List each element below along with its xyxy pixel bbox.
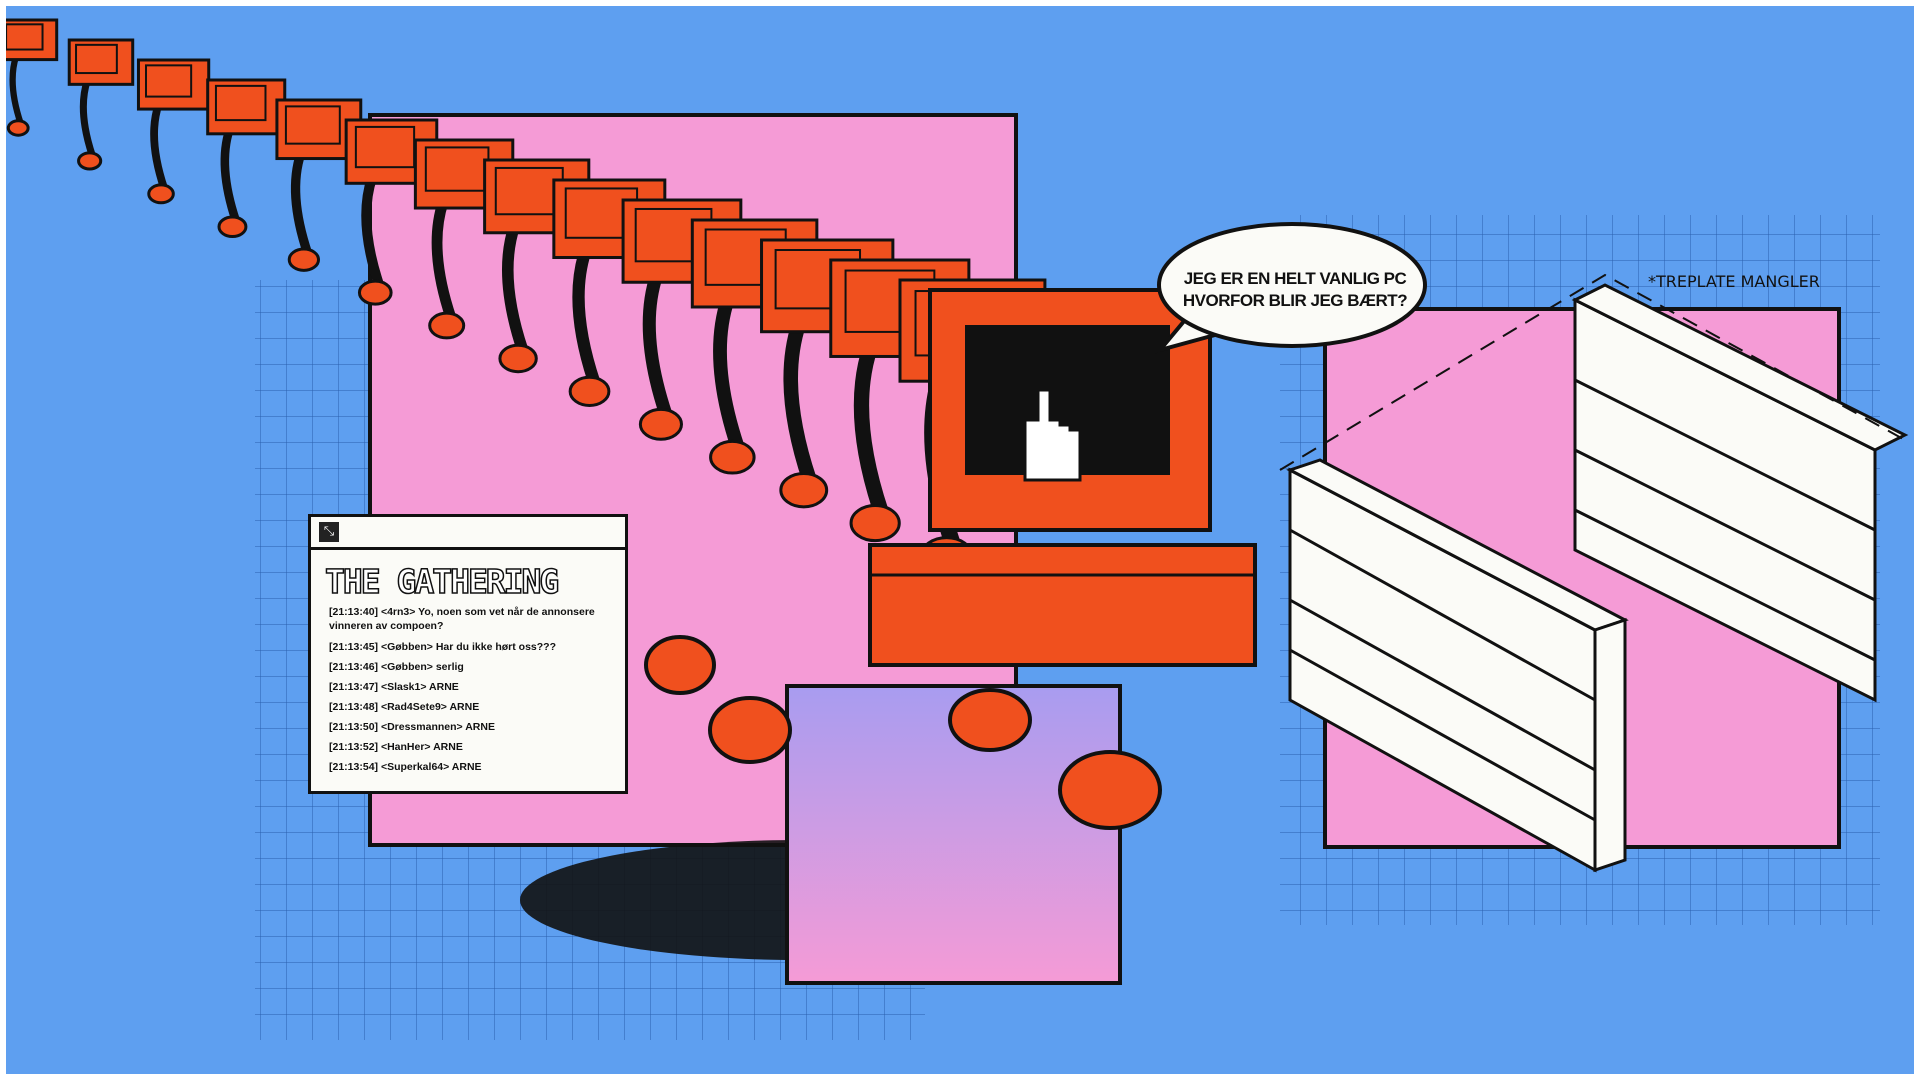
- chat-message-user: <Rad4Sete9>: [380, 701, 447, 713]
- chat-message-user: <Gøbben>: [380, 641, 433, 653]
- chat-message: [21:13:48] <Rad4Sete9> ARNE: [329, 700, 615, 714]
- chat-message: [21:13:47] <Slask1> ARNE: [329, 680, 615, 694]
- computer-foot: [77, 151, 103, 171]
- chat-message: [21:13:52] <HanHer> ARNE: [329, 740, 615, 754]
- chat-message-text: ARNE: [449, 701, 480, 713]
- shelf-back: [1571, 283, 1909, 703]
- chat-message: [21:13:46] <Gøbben> serlig: [329, 660, 615, 674]
- computer-foot: [709, 439, 756, 475]
- computer-leg: [220, 127, 240, 223]
- computer-screen: [494, 166, 564, 216]
- chat-message-user: <4rn3>: [380, 606, 416, 618]
- chat-message-time: [21:13:54]: [329, 761, 379, 773]
- speech-bubble-text: JEG ER EN HELT VANLIG PC HVORFOR BLIR JE…: [1170, 268, 1420, 312]
- feet: [644, 635, 1162, 830]
- computer-foot: [287, 247, 321, 272]
- chat-message-time: [21:13:47]: [329, 681, 379, 693]
- computer-foot: [147, 183, 175, 205]
- chat-message-user: <HanHer>: [380, 741, 431, 753]
- chat-message: [21:13:50] <Dressmannen> ARNE: [329, 720, 615, 734]
- computer-leg: [572, 248, 601, 385]
- computer-foot: [638, 407, 683, 441]
- shelf-note: *TREPLATE MANGLER: [1648, 272, 1820, 291]
- computer-screen: [284, 105, 341, 145]
- speech-line-2: HVORFOR BLIR JEG BÆRT?: [1182, 291, 1408, 310]
- illustration: [6, 18, 1909, 1040]
- chat-message-user: <Superkal64>: [380, 761, 450, 773]
- computer-screen: [144, 64, 193, 98]
- computer-row: [6, 18, 1047, 576]
- chat-titlebar: ⤡: [311, 517, 625, 550]
- computer-screen: [6, 23, 44, 51]
- chat-message-time: [21:13:40]: [329, 606, 379, 618]
- chat-message-text: ARNE: [465, 721, 495, 733]
- chat-message-text: ARNE: [429, 681, 459, 693]
- computer-leg: [290, 151, 312, 255]
- computer-screen: [424, 146, 490, 192]
- chat-message-time: [21:13:48]: [329, 701, 379, 713]
- chat-message-user: <Dressmannen>: [380, 721, 463, 733]
- chat-message-text: ARNE: [433, 741, 463, 753]
- computer-screen: [214, 84, 267, 122]
- chat-message-text: Har du ikke hørt oss???: [435, 641, 556, 653]
- computer-foot: [849, 504, 901, 543]
- computer-foot: [217, 215, 248, 239]
- computer-leg: [853, 345, 889, 515]
- chat-message-time: [21:13:50]: [329, 721, 379, 733]
- chat-message-time: [21:13:45]: [329, 641, 379, 653]
- chat-message-user: <Gøbben>: [380, 661, 433, 673]
- chat-message-time: [21:13:46]: [329, 661, 379, 673]
- main-computer: [868, 288, 1257, 667]
- computer-foot: [498, 343, 538, 374]
- chat-title: THE GATHERING: [324, 561, 560, 602]
- hand-cursor-icon: [1023, 388, 1082, 482]
- dashed-guide: [1279, 273, 1906, 471]
- computer-screen: [354, 125, 416, 169]
- computer-foot: [568, 375, 611, 407]
- computer-leg: [501, 224, 529, 353]
- computer-leg: [642, 272, 673, 418]
- speech-bubble-shape: [1154, 222, 1427, 354]
- computer-foot: [779, 471, 829, 509]
- computer-leg: [9, 55, 24, 125]
- computer-leg: [783, 321, 817, 483]
- chat-message-text: serlig: [435, 661, 464, 673]
- chat-message-user: <Slask1>: [380, 681, 427, 693]
- computer-screen: [75, 43, 118, 75]
- chat-message: [21:13:54] <Superkal64> ARNE: [329, 760, 615, 774]
- computer-leg: [150, 103, 168, 190]
- computer-leg: [79, 79, 96, 157]
- shelf-front: [1286, 458, 1629, 873]
- chat-window: ⤡ THE GATHERING [21:13:40] <4rn3> Yo, no…: [308, 514, 628, 794]
- resize-icon[interactable]: ⤡: [319, 522, 339, 542]
- chat-message: [21:13:45] <Gøbben> Har du ikke hørt oss…: [329, 640, 615, 654]
- computer-foot: [428, 311, 466, 340]
- computer-foot: [6, 119, 30, 137]
- chat-message-time: [21:13:52]: [329, 741, 379, 753]
- chat-message-text: Yo, noen som vet når de annonsere vinner…: [329, 606, 595, 632]
- illustration-canvas: [6, 6, 1914, 1074]
- speech-line-1: JEG ER EN HELT VANLIG PC: [1183, 269, 1407, 288]
- computer-foot: [357, 279, 393, 306]
- chat-message: [21:13:40] <4rn3> Yo, noen som vet når d…: [329, 605, 615, 633]
- computer-leg: [361, 175, 385, 288]
- computer-leg: [713, 296, 745, 450]
- chat-message-text: ARNE: [451, 761, 482, 773]
- computer-leg: [431, 200, 457, 320]
